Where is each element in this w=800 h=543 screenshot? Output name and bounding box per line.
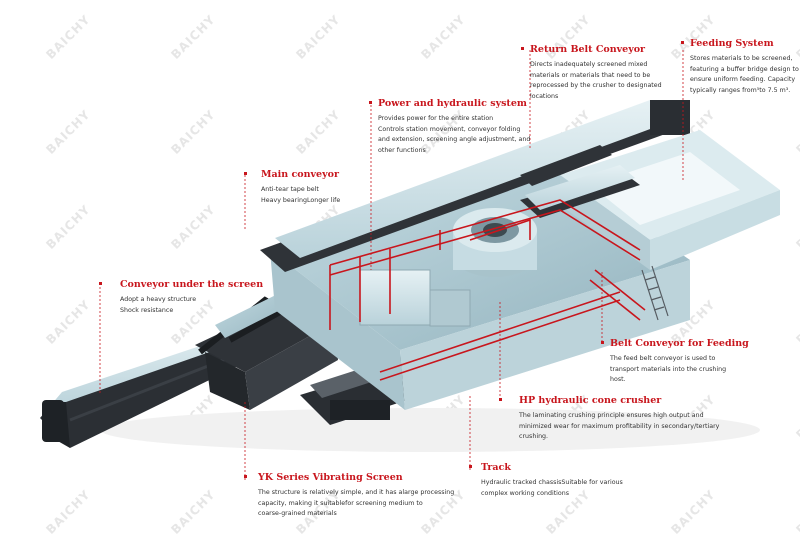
callout-desc: The structure is relatively simple, and … (258, 488, 454, 520)
marker-dot (601, 341, 604, 344)
callout-title: Main conveyor (261, 169, 339, 180)
marker-dot (99, 282, 102, 285)
desc-line: transport materials into the crushing (610, 365, 727, 373)
desc-line: typically ranges from⁵to 7.5 m³. (690, 86, 791, 94)
desc-line: Anti-tear tape belt (261, 186, 319, 193)
desc-line: coarse-grained materials (258, 510, 337, 517)
callout-cone-crusher: HP hydraulic cone crusher The laminating… (499, 395, 719, 443)
callout-title: Track (481, 462, 511, 473)
desc-line: featuring a buffer bridge design to (690, 65, 799, 73)
callout-title: Return Belt Conveyor (530, 44, 646, 55)
callout-desc: Stores materials to be screened, featuri… (690, 54, 799, 96)
return-belt-conveyor (520, 145, 612, 186)
desc-line: Directs inadequately screened mixed (530, 61, 648, 68)
callout-desc: Hydraulic tracked chassisSuitable for va… (481, 478, 623, 499)
desc-line: crushing. (519, 433, 549, 440)
ground-shadow (100, 408, 760, 452)
desc-line: Hydraulic tracked chassisSuitable for va… (481, 479, 623, 486)
marker-dot (469, 465, 472, 468)
desc-line: Heavy bearingLonger life (261, 196, 341, 204)
desc-line: and extension, screening angle adjustmen… (378, 136, 531, 143)
marker-dot (244, 475, 247, 478)
callout-desc: Provides power for the entire station Co… (378, 114, 530, 156)
callout-title: HP hydraulic cone crusher (519, 395, 662, 406)
marker-dot (244, 172, 247, 175)
desc-line: locations (530, 92, 559, 100)
callout-title: YK Series Vibrating Screen (258, 472, 403, 483)
callout-main-conveyor: Main conveyor Anti-tear tape belt Heavy … (244, 169, 340, 206)
callout-feeding-system: Feeding System Stores materials to be sc… (681, 38, 799, 96)
desc-line: host. (610, 376, 626, 383)
callout-under-screen: Conveyor under the screen Adopt a heavy … (99, 279, 264, 316)
callout-return-belt: Return Belt Conveyor Directs inadequatel… (521, 44, 662, 102)
callout-power-hydraulic: Power and hydraulic system Provides powe… (369, 98, 530, 156)
feed-belt-conveyor (520, 165, 640, 218)
callout-vibrating-screen: YK Series Vibrating Screen The structure… (244, 472, 454, 520)
callout-track: Track Hydraulic tracked chassisSuitable … (469, 462, 623, 499)
desc-line: capacity, making it suitablefor screenin… (258, 499, 423, 507)
desc-line: The structure is relatively simple, and … (258, 489, 455, 496)
callout-desc: The laminating crushing principle ensure… (519, 411, 719, 443)
desc-line: Shock resistance (120, 306, 174, 314)
desc-line: other functions (378, 146, 426, 154)
desc-line: The feed belt conveyor is used to (610, 355, 716, 362)
desc-line: The laminating crushing principle ensure… (519, 412, 704, 419)
callout-desc: Anti-tear tape belt Heavy bearingLonger … (261, 185, 340, 206)
feeding-hopper (560, 130, 780, 270)
leader-lines (99, 50, 684, 480)
callout-desc: Adopt a heavy structure Shock resistance (120, 295, 263, 316)
main-conveyor (260, 100, 690, 272)
desc-line: reprocessed by the crusher to designated (530, 82, 662, 89)
marker-dot (681, 41, 684, 44)
callout-belt-feeding: Belt Conveyor for Feeding The feed belt … (601, 338, 749, 386)
marker-dot (369, 101, 372, 104)
callout-title: Conveyor under the screen (120, 279, 264, 290)
callout-title: Power and hydraulic system (378, 98, 527, 109)
callout-desc: Directs inadequately screened mixed mate… (530, 60, 662, 102)
callout-title: Feeding System (690, 38, 774, 49)
access-ladder (641, 265, 669, 321)
callout-desc: The feed belt conveyor is used to transp… (610, 354, 749, 386)
desc-line: Adopt a heavy structure (120, 296, 197, 303)
desc-line: Stores materials to be screened, (690, 55, 793, 62)
desc-line: materials or materials that need to be (530, 71, 651, 79)
desc-line: ensure uniform feeding. Capacity (690, 76, 796, 83)
desc-line: Provides power for the entire station (378, 115, 494, 122)
desc-line: complex working conditions (481, 489, 570, 497)
desc-line: Controls station movement, conveyor fold… (378, 125, 521, 133)
callout-title: Belt Conveyor for Feeding (610, 338, 749, 349)
marker-dot (521, 47, 524, 50)
marker-dot (499, 398, 502, 401)
desc-line: minimized wear for maximum profitability… (519, 422, 720, 430)
